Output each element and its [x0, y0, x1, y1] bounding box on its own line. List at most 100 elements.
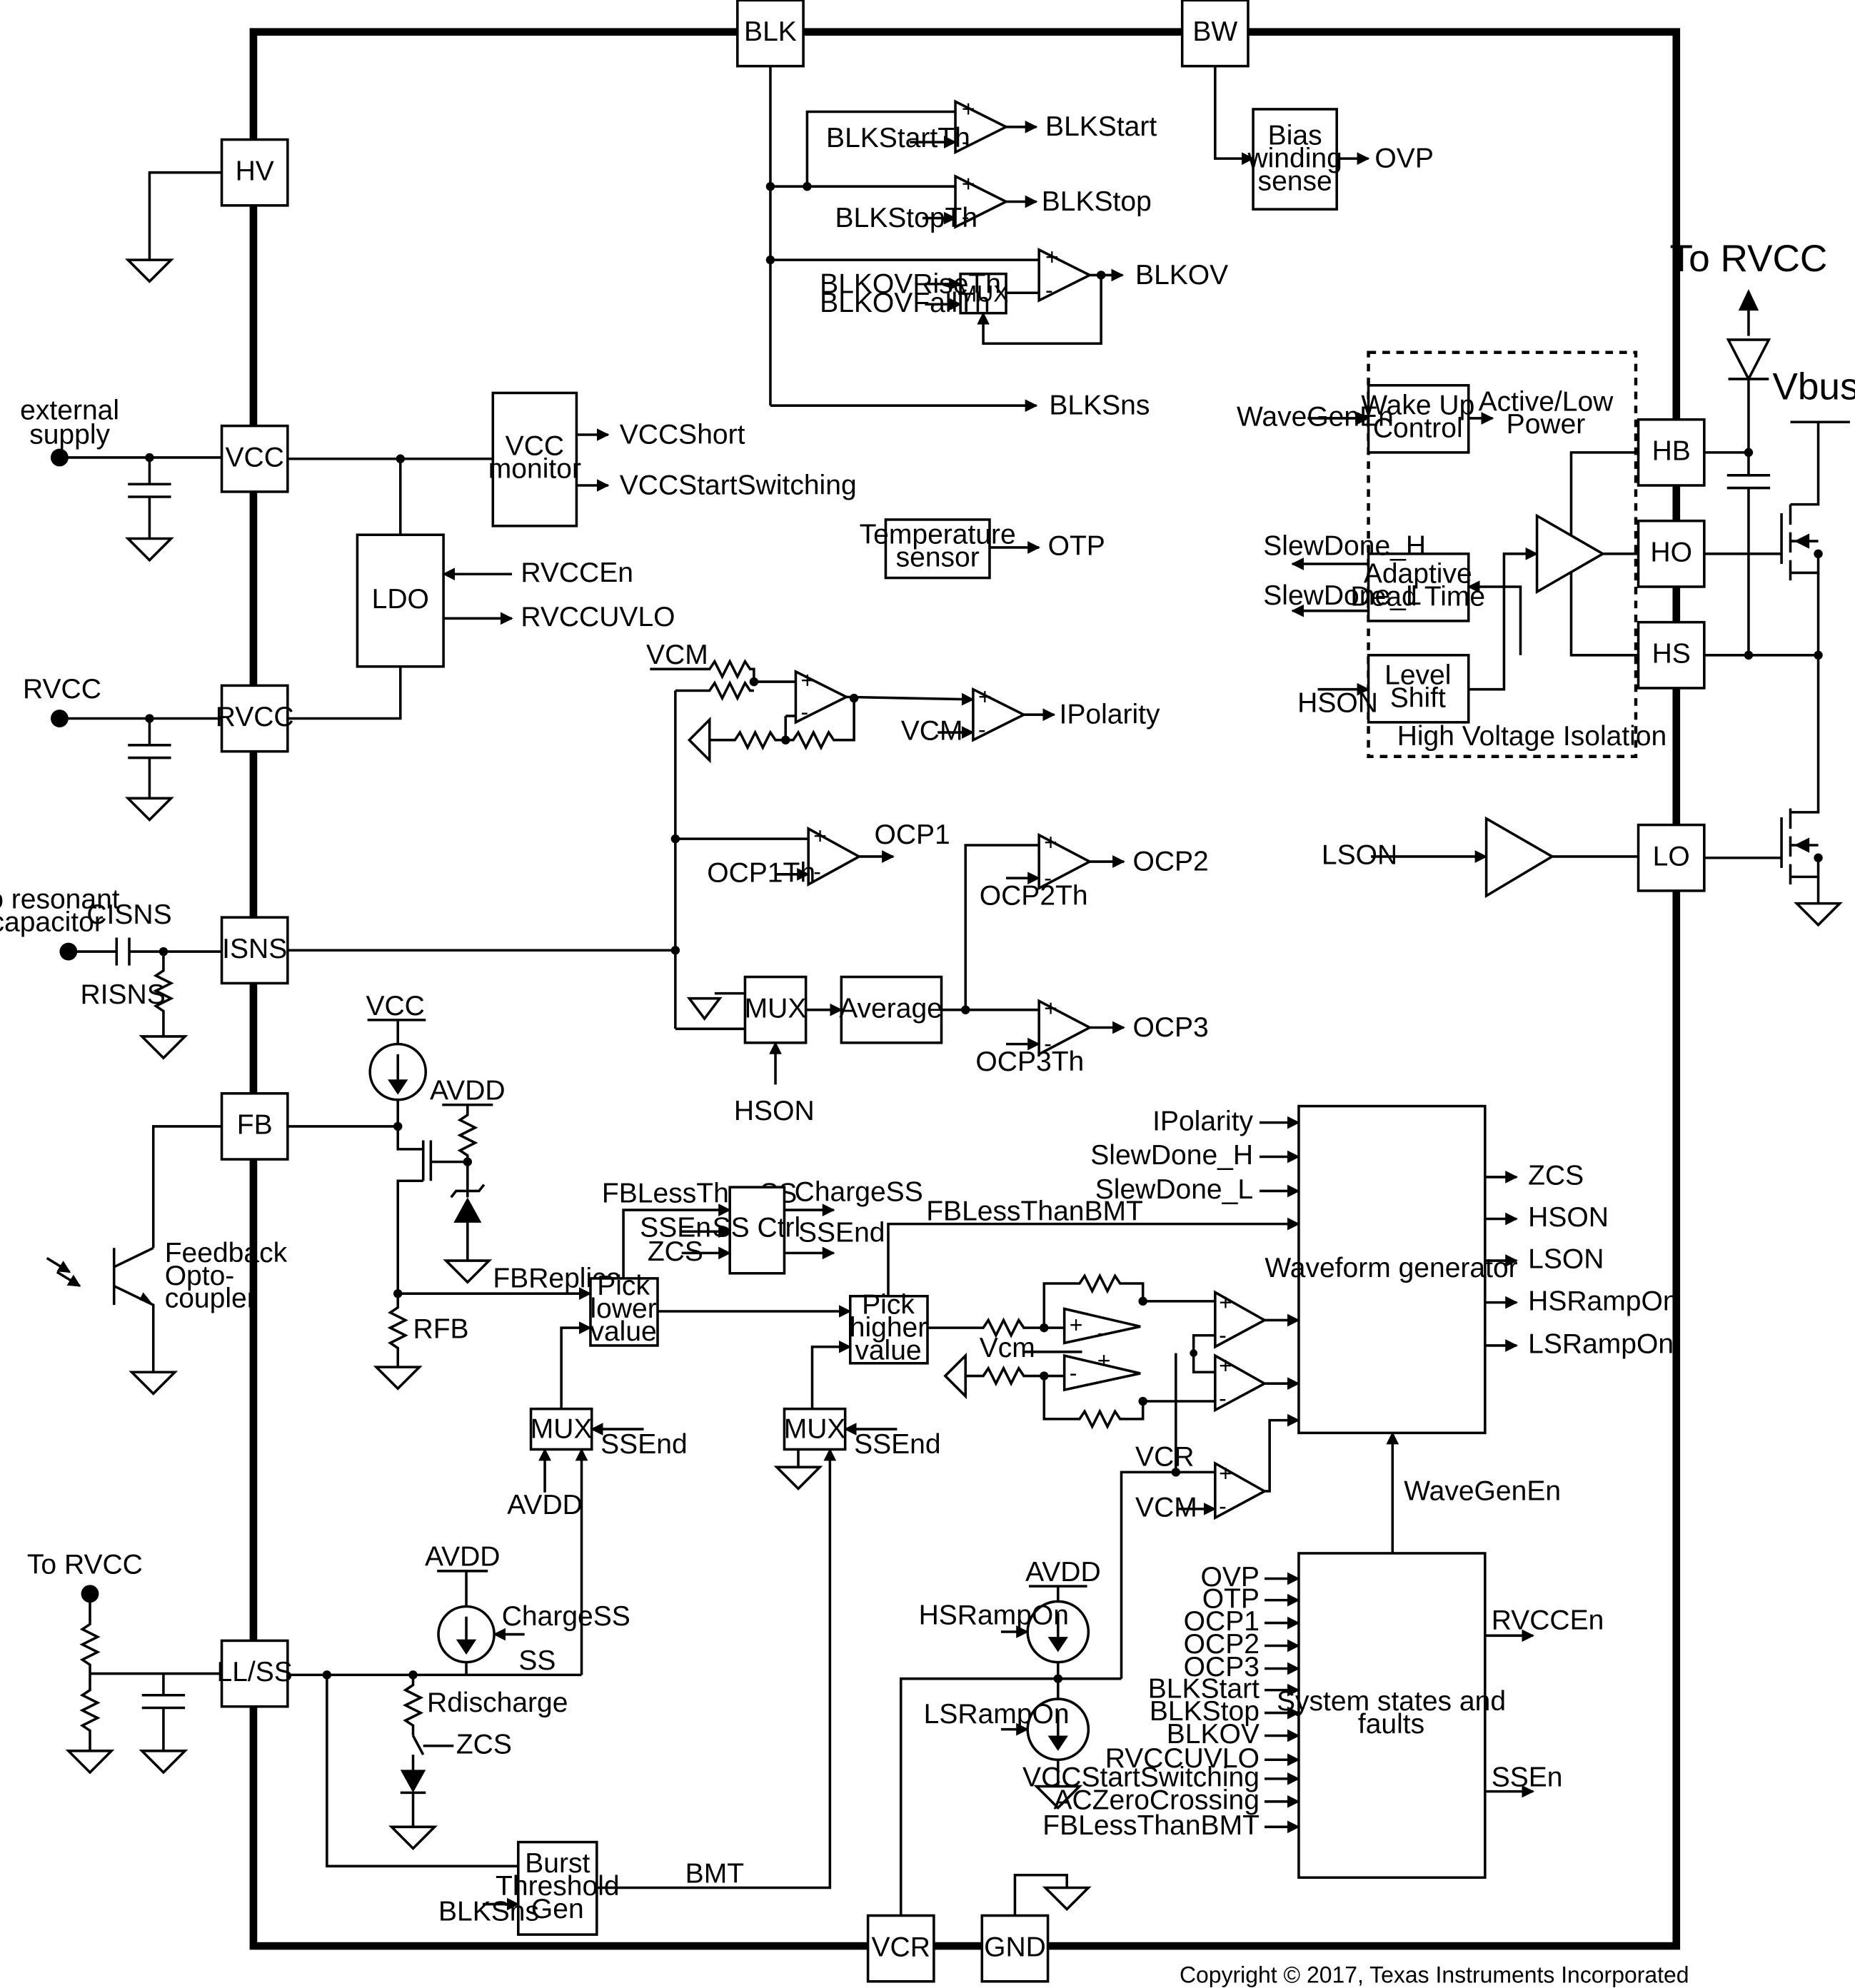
svg-text:Temperature: Temperature [860, 520, 1016, 550]
svg-text:-: - [962, 203, 970, 229]
svg-text:SSEnd: SSEnd [798, 1217, 885, 1248]
svg-text:BLKStart: BLKStart [1045, 111, 1157, 142]
svg-text:external: external [20, 395, 119, 426]
svg-text:IPolarity: IPolarity [1060, 700, 1160, 730]
svg-text:WaveGenEn: WaveGenEn [1404, 1475, 1561, 1506]
svg-text:VCM: VCM [1135, 1493, 1197, 1523]
ic-boundary [249, 28, 1681, 1950]
svg-text:SlewDone_H: SlewDone_H [1263, 531, 1426, 562]
svg-text:AVDD: AVDD [430, 1076, 506, 1106]
vcc-ldo-section: VCC monitor VCCShort VCCStartSwitching L… [287, 391, 857, 720]
svg-text:monitor: monitor [488, 453, 581, 484]
svg-text:Level: Level [1384, 660, 1451, 691]
svg-text:+: + [1219, 1289, 1232, 1315]
system-input-label: VCCStartSwitching [1022, 1762, 1260, 1793]
svg-text:+: + [962, 171, 975, 196]
hv-external [124, 171, 222, 283]
svg-text:High Voltage Isolation: High Voltage Isolation [1397, 721, 1667, 752]
svg-text:OCP1: OCP1 [874, 819, 950, 850]
svg-text:Control: Control [1373, 413, 1463, 444]
pin-hs: HS [1637, 620, 1706, 690]
svg-text:-: - [1219, 1493, 1227, 1519]
pin-gnd: GND [980, 1914, 1050, 1983]
svg-text:Power: Power [1507, 409, 1586, 440]
svg-text:BW: BW [1192, 16, 1237, 47]
svg-text:Active/Low: Active/Low [1479, 386, 1614, 417]
svg-text:-: - [1044, 865, 1052, 891]
svg-text:VCR: VCR [1135, 1442, 1194, 1473]
svg-text:OCP2: OCP2 [1132, 846, 1208, 877]
system-input-label: FBLessThanBMT [1042, 1810, 1260, 1841]
system-input-label: BLKOV [1167, 1719, 1260, 1750]
svg-text:higher: higher [850, 1313, 928, 1343]
svg-text:Feedback: Feedback [165, 1238, 288, 1268]
svg-text:HS: HS [1652, 638, 1691, 669]
svg-text:SSEn: SSEn [640, 1212, 711, 1243]
svg-text:Rdischarge: Rdischarge [427, 1687, 568, 1718]
svg-text:Gen: Gen [531, 1894, 584, 1924]
svg-text:VCR: VCR [872, 1932, 930, 1962]
blk-section: BLKSns +- BLKStartTh BLKStart +- BLKStop… [765, 66, 1228, 421]
pin-isns: ISNS [220, 916, 289, 985]
isns-external: To resonant capacitor CISNS RISNS [0, 884, 222, 1060]
svg-text:faults: faults [1358, 1709, 1424, 1740]
svg-text:SSEn: SSEn [1492, 1762, 1563, 1793]
svg-text:SS: SS [518, 1645, 556, 1676]
svg-text:SSEnd: SSEnd [854, 1429, 941, 1460]
system-input-label: OVP [1201, 1562, 1260, 1593]
copyright: Copyright © 2017, Texas Instruments Inco… [1180, 1962, 1689, 1988]
svg-text:SlewDone_L: SlewDone_L [1263, 580, 1421, 611]
svg-text:OCP3: OCP3 [1132, 1012, 1208, 1043]
svg-text:GND: GND [984, 1932, 1046, 1962]
svg-text:-: - [1097, 1320, 1105, 1346]
svg-text:+: + [1044, 829, 1057, 855]
svg-text:MUX: MUX [958, 281, 1009, 307]
svg-text:LSON: LSON [1528, 1244, 1604, 1275]
svg-text:FBLessThanBMT: FBLessThanBMT [926, 1196, 1143, 1226]
svg-text:SlewDone_L: SlewDone_L [1095, 1174, 1253, 1205]
svg-text:Shift: Shift [1390, 683, 1446, 714]
svg-text:-: - [1044, 1031, 1052, 1056]
temperature-sensor: Temperature sensor OTP [860, 518, 1105, 580]
pin-ho: HO [1637, 519, 1706, 588]
ss-section: Pick lower value FBLessThanSS SS Ctrl SS… [287, 1177, 923, 1936]
system-input-label: BLKStart [1148, 1673, 1260, 1704]
svg-text:Threshold: Threshold [496, 1871, 620, 1902]
svg-text:IPolarity: IPolarity [1152, 1106, 1253, 1136]
svg-text:BLKStartTh: BLKStartTh [826, 123, 970, 153]
pin-blk: BLK [736, 0, 805, 68]
svg-text:To RVCC: To RVCC [27, 1549, 143, 1580]
svg-text:supply: supply [29, 419, 110, 450]
system-state-inputs: OVPOTPOCP1OCP2OCP3BLKStartBLKStopBLKOVRV… [1022, 1562, 1300, 1841]
vcc-external: external supply [20, 395, 222, 562]
svg-text:OCP3Th: OCP3Th [975, 1046, 1084, 1077]
svg-text:lower: lower [590, 1293, 656, 1324]
system-input-label: OTP [1202, 1583, 1260, 1614]
svg-text:sensor: sensor [896, 543, 980, 573]
pin-lo: LO [1637, 823, 1706, 892]
pin-vcr: VCR [866, 1914, 935, 1983]
power-stage: To RVCC Vbus [1670, 238, 1855, 927]
fb-external-opto: Feedback Opto- coupler [46, 1125, 288, 1396]
svg-text:RVCCEn: RVCCEn [521, 557, 633, 588]
svg-text:HSRampOn: HSRampOn [919, 1600, 1069, 1630]
svg-text:Bias: Bias [1268, 121, 1322, 151]
system-input-label: OCP3 [1184, 1652, 1260, 1682]
svg-text:VCC: VCC [366, 991, 424, 1021]
svg-text:winding: winding [1247, 143, 1342, 174]
system-input-label: OCP2 [1184, 1629, 1260, 1660]
svg-text:AVDD: AVDD [507, 1490, 583, 1520]
svg-text:AVDD: AVDD [1025, 1557, 1101, 1588]
svg-text:capacitor: capacitor [0, 907, 104, 938]
svg-text:Opto-: Opto- [165, 1261, 235, 1291]
svg-text:SS Ctrl: SS Ctrl [713, 1212, 801, 1243]
svg-text:-: - [1219, 1322, 1227, 1348]
fb-section: VCC AVDD RFB FBReplica [287, 991, 622, 1391]
svg-text:value: value [855, 1335, 921, 1366]
svg-text:+: + [978, 684, 992, 710]
svg-text:BLKSns: BLKSns [1049, 390, 1150, 421]
svg-text:SSEnd: SSEnd [600, 1429, 688, 1460]
svg-text:OCP2Th: OCP2Th [980, 880, 1088, 911]
svg-text:Vbus: Vbus [1772, 365, 1855, 408]
svg-text:-: - [962, 129, 970, 155]
